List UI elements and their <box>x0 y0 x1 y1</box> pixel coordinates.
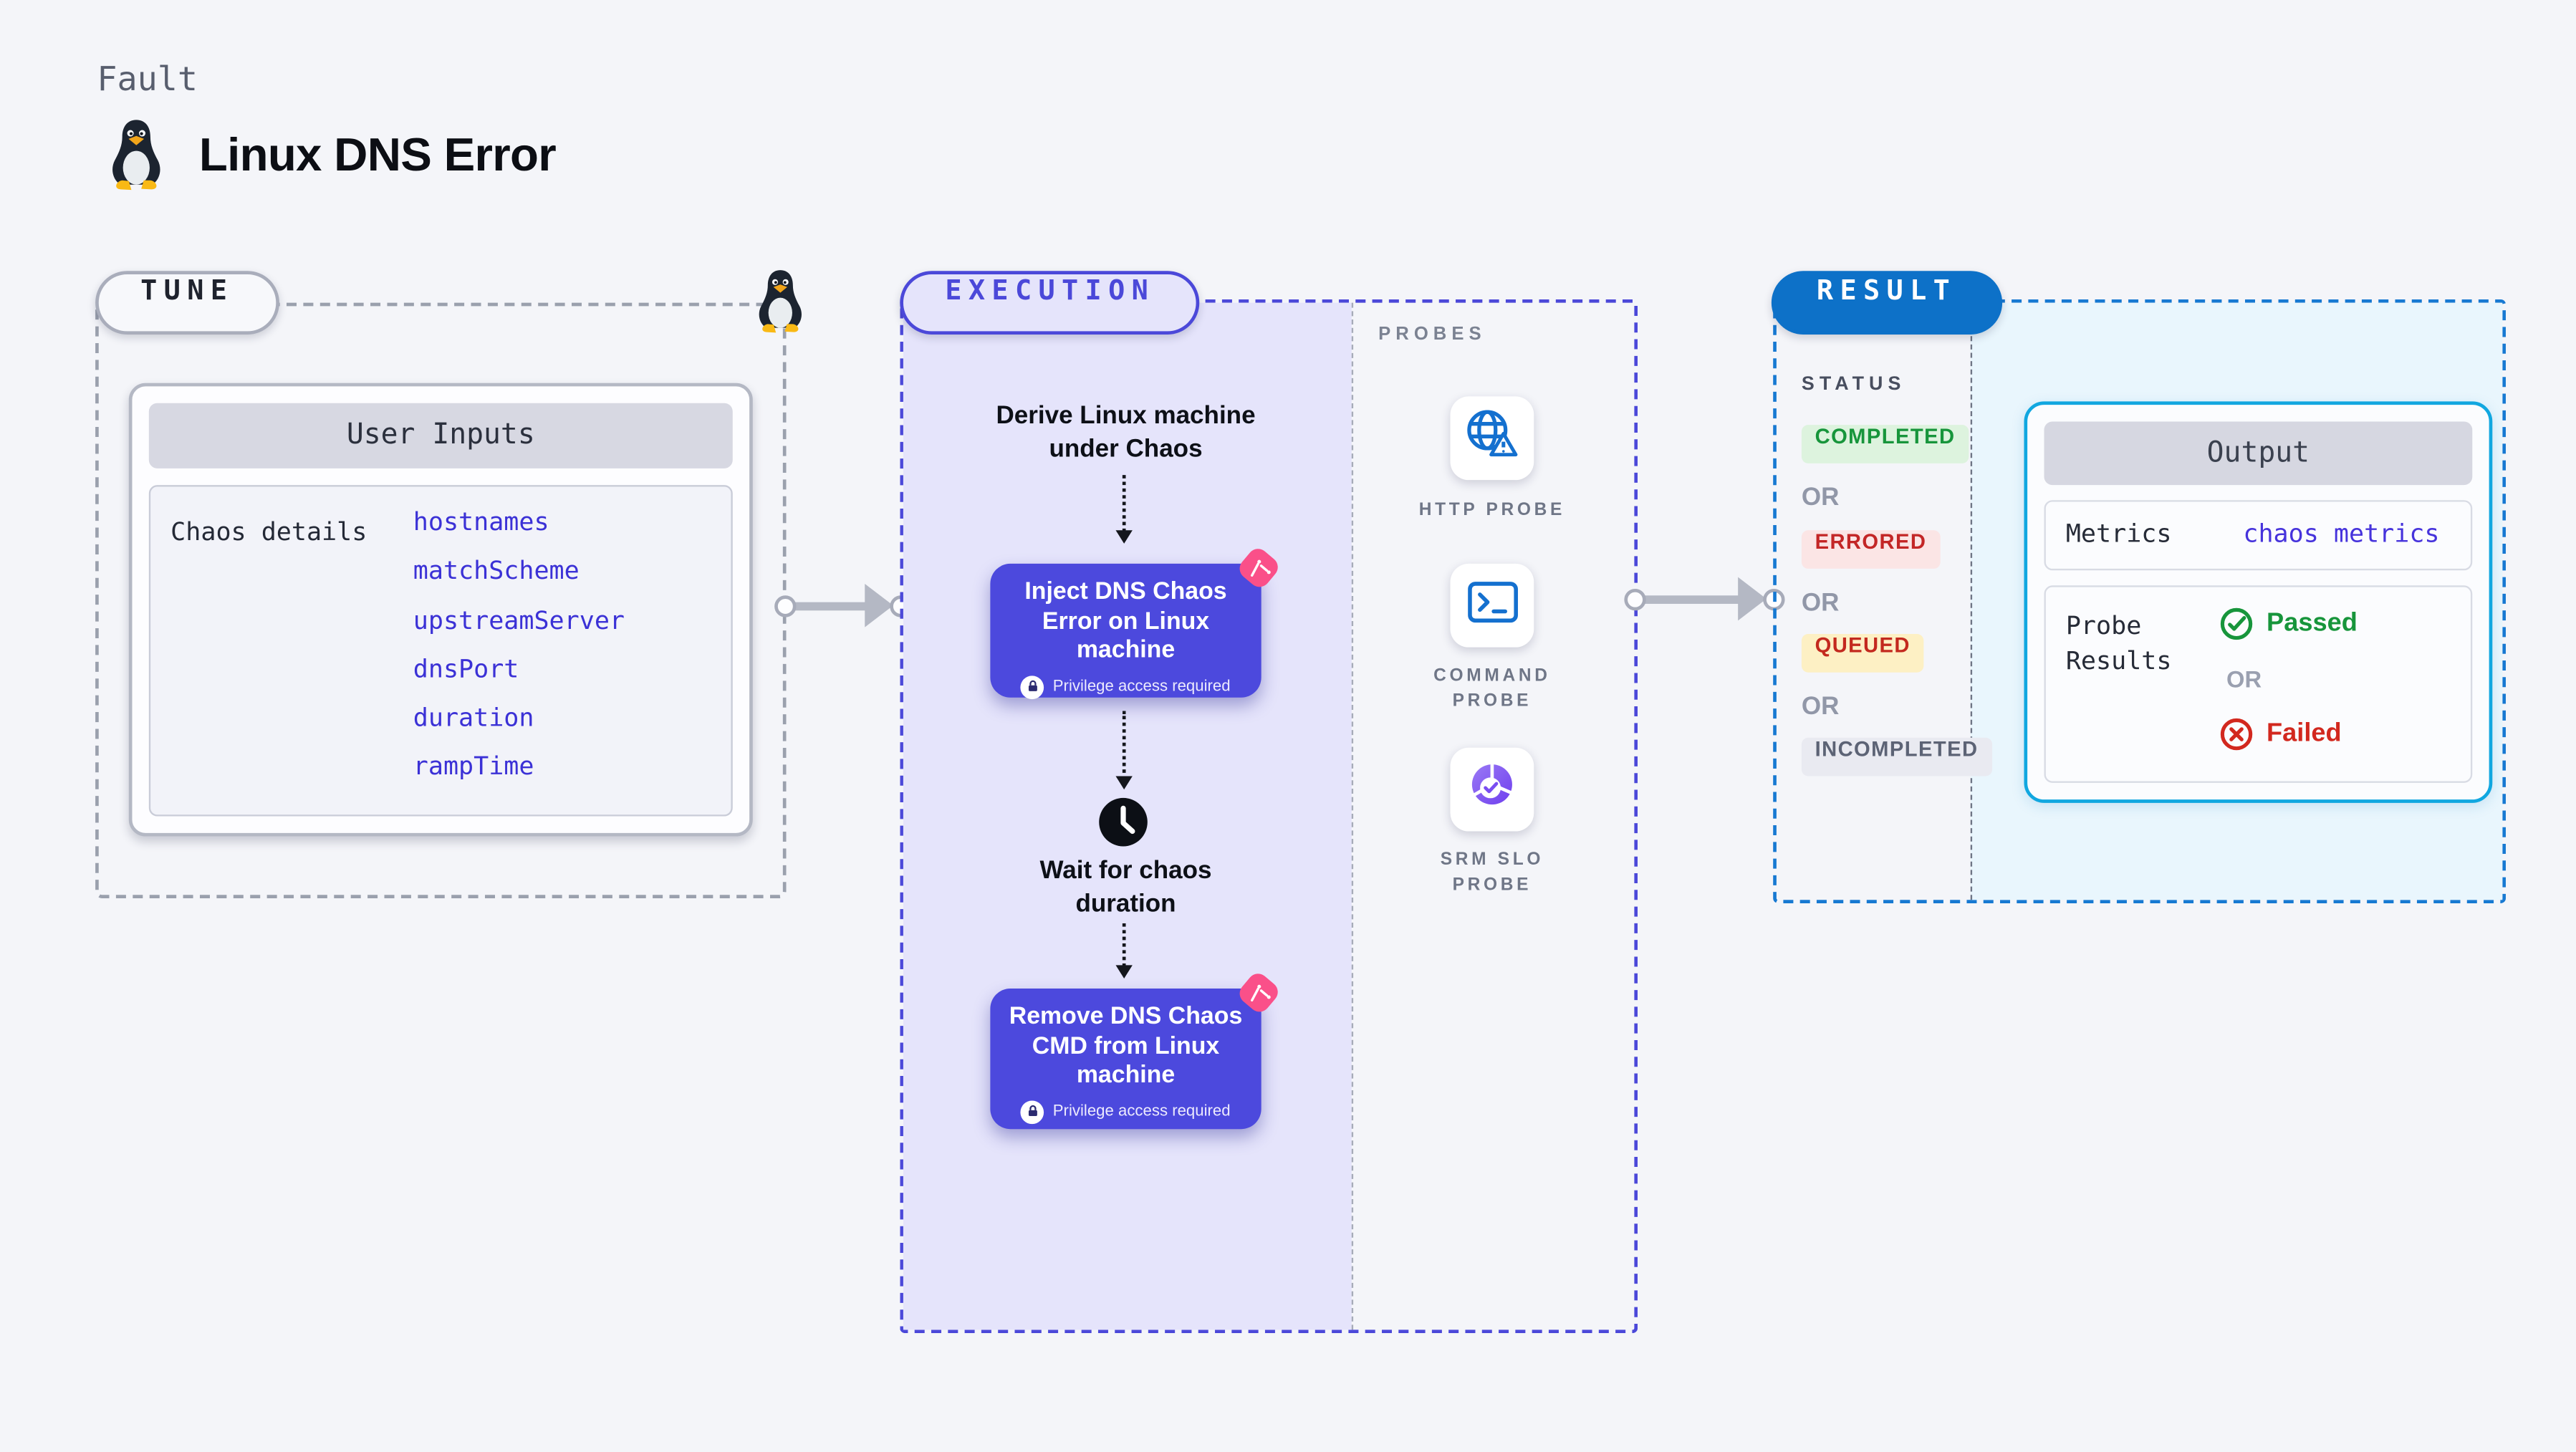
metrics-label: Metrics <box>2065 518 2172 549</box>
tux-penguin-icon <box>105 117 167 191</box>
slo-donut-check-icon <box>1464 757 1520 822</box>
metrics-value-link: chaos metrics <box>2243 518 2440 549</box>
connector-arrowhead-icon <box>1738 577 1767 621</box>
x-circle-icon <box>2220 718 2253 751</box>
http-probe-label: HTTP PROBE <box>1418 500 1566 521</box>
chaos-pink-icon <box>1236 545 1282 590</box>
http-probe-card <box>1450 396 1534 481</box>
param-hostnames: hostnames <box>413 506 549 537</box>
or-separator: OR <box>2226 665 2262 693</box>
execution-section-box <box>900 299 1638 1334</box>
remove-node-label: Remove DNS Chaos CMD from Linux machine <box>1009 1004 1243 1090</box>
lock-icon <box>1021 1100 1045 1124</box>
failed-label: Failed <box>2267 719 2342 748</box>
connector-arrowhead-icon <box>865 583 893 628</box>
status-divider <box>1970 302 1973 900</box>
param-upstreamserver: upstreamServer <box>413 605 625 635</box>
connector-line <box>1638 595 1741 603</box>
chaos-details-panel: Chaos details hostnames matchScheme upst… <box>148 485 733 817</box>
passed-row: Passed <box>2220 607 2358 641</box>
privilege-note: Privilege access required <box>1052 1102 1231 1121</box>
connector-port-icon <box>774 595 797 617</box>
tux-penguin-icon <box>753 268 808 335</box>
privilege-row: Privilege access required <box>1004 1100 1248 1124</box>
metrics-row: Metrics chaos metrics <box>2044 500 2473 571</box>
flow-arrow-icon <box>1115 711 1132 790</box>
failed-row: Failed <box>2220 718 2342 751</box>
remove-chaos-node: Remove DNS Chaos CMD from Linux machine … <box>990 989 1261 1130</box>
clock-icon <box>1097 797 1149 848</box>
globe-warning-icon <box>1464 405 1520 471</box>
status-badge-completed: COMPLETED <box>1801 425 1969 463</box>
or-separator: OR <box>1801 483 1840 512</box>
connector-line <box>787 601 868 610</box>
probes-divider <box>1351 302 1354 1330</box>
inject-node-label: Inject DNS Chaos Error on Linux machine <box>1024 578 1227 665</box>
inject-chaos-node: Inject DNS Chaos Error on Linux machine … <box>990 563 1261 698</box>
user-inputs-card: User Inputs Chaos details hostnames matc… <box>128 383 753 837</box>
output-title: Output <box>2044 421 2473 486</box>
command-probe-card <box>1450 563 1534 648</box>
srm-slo-probe-card <box>1450 747 1534 832</box>
status-badge-incompleted: INCOMPLETED <box>1801 737 1992 777</box>
status-badge-queued: QUEUED <box>1801 634 1924 673</box>
chaos-details-label: Chaos details <box>170 516 367 547</box>
execution-to-result-connector <box>1624 577 1785 621</box>
passed-label: Passed <box>2267 608 2358 638</box>
param-duration: duration <box>413 703 534 734</box>
flow-arrow-icon <box>1115 923 1132 979</box>
derive-step-label: Derive Linux machine under Chaos <box>996 401 1256 463</box>
probe-results-box: Probe Results Passed OR Failed <box>2044 585 2473 783</box>
terminal-icon <box>1464 578 1519 633</box>
page-title: Linux DNS Error <box>198 128 557 181</box>
tune-badge: TUNE <box>95 271 279 335</box>
lock-icon <box>1021 675 1045 698</box>
probe-results-label: Probe Results <box>2065 610 2172 676</box>
privilege-note: Privilege access required <box>1052 677 1231 696</box>
tune-to-execution-connector <box>774 583 912 628</box>
param-ramptime: rampTime <box>413 751 534 782</box>
param-dnsport: dnsPort <box>413 653 519 684</box>
chaos-pink-icon <box>1236 970 1282 1015</box>
command-probe-label: COMMAND PROBE <box>1433 665 1551 711</box>
user-inputs-title: User Inputs <box>148 403 733 468</box>
execution-badge: EXECUTION <box>900 271 1201 335</box>
param-matchscheme: matchScheme <box>413 555 580 586</box>
probes-title: PROBES <box>1378 324 1486 345</box>
flow-arrow-icon <box>1115 475 1132 544</box>
or-separator: OR <box>1801 692 1840 721</box>
status-heading: STATUS <box>1801 375 1906 395</box>
output-card: Output Metrics chaos metrics Probe Resul… <box>2024 401 2493 803</box>
check-circle-icon <box>2220 607 2253 640</box>
fault-kicker: Fault <box>97 58 198 99</box>
connector-port-icon <box>1624 587 1646 610</box>
chaos-params-list: hostnames matchScheme upstreamServer dns… <box>413 507 625 801</box>
wait-step-label: Wait for chaos duration <box>1039 856 1212 918</box>
srm-slo-probe-label: SRM SLO PROBE <box>1440 850 1544 895</box>
result-badge: RESULT <box>1771 271 2002 335</box>
or-separator: OR <box>1801 588 1840 617</box>
status-badge-errored: ERRORED <box>1801 530 1941 569</box>
privilege-row: Privilege access required <box>1004 675 1248 698</box>
